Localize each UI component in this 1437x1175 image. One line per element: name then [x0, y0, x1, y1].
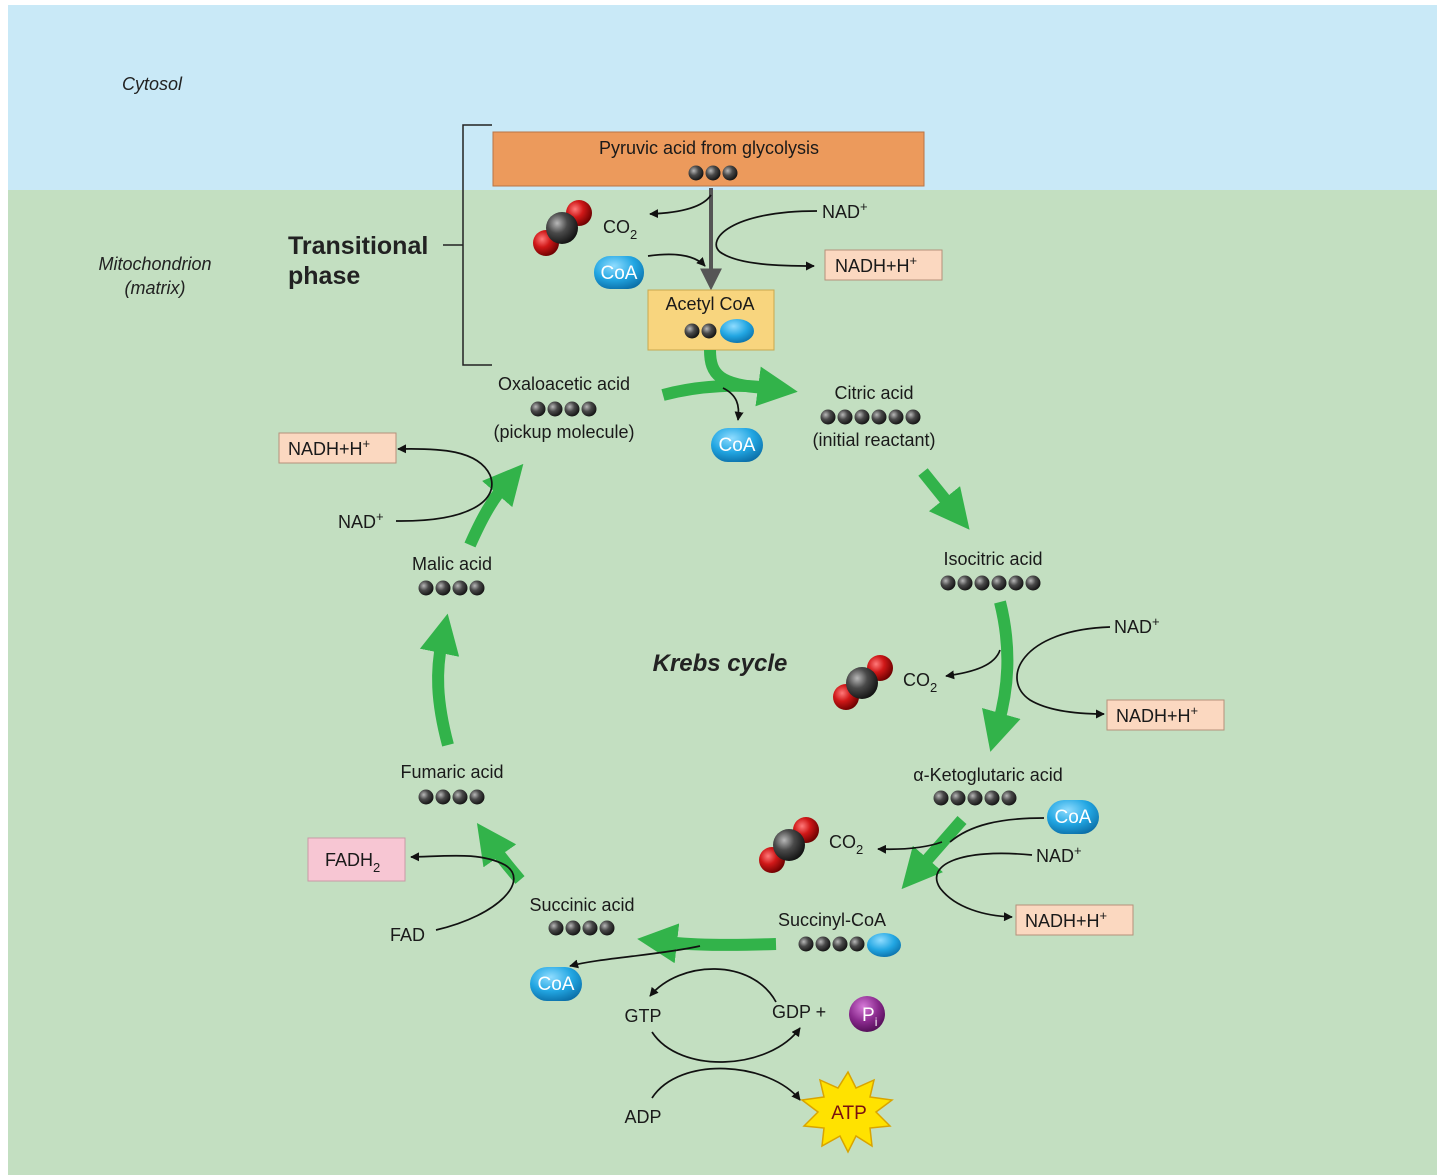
coa-label-entering: CoA — [601, 263, 638, 284]
nad-label-alpha: NAD+ — [1036, 843, 1082, 866]
co2-label-isocitric: CO2 — [903, 670, 937, 695]
fumaric-acid-label: Fumaric acid — [400, 762, 503, 782]
krebs-cycle-title: Krebs cycle — [653, 650, 788, 677]
adp-to-atp-arrow — [651, 1067, 801, 1101]
pyruvic-acid-label: Pyruvic acid from glycolysis — [599, 138, 819, 158]
co2-label-alpha: CO2 — [829, 832, 863, 857]
pyruvic-carbon-chain — [688, 165, 738, 181]
citric-carbon-chain — [820, 409, 921, 425]
transitional-phase-title: Transitional — [288, 232, 428, 260]
citric-acid-note: (initial reactant) — [812, 430, 935, 450]
oxaloacetic-acid-note: (pickup molecule) — [493, 422, 634, 442]
oxaloacetic-carbon-chain — [530, 401, 597, 417]
coa-badge-alpha — [1047, 800, 1099, 834]
succinyl-coa-label: Succinyl-CoA — [778, 910, 886, 930]
atp-label: ATP — [831, 1103, 867, 1124]
nadh-label-malic: NADH+H+ — [288, 436, 370, 459]
citric-acid-label: Citric acid — [834, 383, 913, 403]
fadh2-box — [307, 837, 406, 882]
acetyl-coa-box — [647, 289, 775, 351]
coa-join-arrow-alpha — [949, 817, 1045, 843]
co2-molecule-icon — [533, 200, 592, 256]
coa-badge-succinic — [530, 967, 582, 1001]
nad-label-malic: NAD+ — [338, 509, 384, 532]
nad-reduction-arrow-malic — [395, 444, 493, 522]
co2-molecule-icon-isocitric — [833, 655, 893, 710]
coa-badge-entering — [594, 256, 644, 289]
mitochondrion-label: Mitochondrion — [98, 254, 211, 274]
coa-release-arrow — [722, 387, 744, 421]
co2-release-arrow-alpha — [877, 841, 943, 854]
gdp-to-gtp-arrow — [649, 968, 777, 1003]
fad-reduction-arrow — [410, 852, 515, 931]
pi-phosphate-icon — [849, 996, 885, 1032]
oxaloacetic-acid-label: Oxaloacetic acid — [498, 374, 630, 394]
pi-label: Pi — [862, 1005, 877, 1029]
acetyl-carbon-chain — [684, 319, 754, 343]
nad-reduction-arrow-alpha — [935, 852, 1033, 922]
isocitric-carbon-chain — [940, 575, 1041, 591]
matrix-region — [8, 190, 1437, 1175]
fad-label: FAD — [390, 925, 425, 945]
nadh-box-isocitric — [1106, 699, 1225, 731]
adp-label: ADP — [624, 1107, 661, 1127]
nad-label-top: NAD+ — [822, 199, 868, 222]
malic-carbon-chain — [418, 580, 485, 596]
nadh-label-top: NADH+H+ — [835, 253, 917, 276]
nad-label-isocitric: NAD+ — [1114, 614, 1160, 637]
isocitric-acid-label: Isocitric acid — [943, 549, 1042, 569]
matrix-label: (matrix) — [125, 278, 186, 298]
alpha-ketoglutaric-acid-label: α-Ketoglutaric acid — [913, 765, 1062, 785]
gtp-label: GTP — [624, 1006, 661, 1026]
cytosol-label: Cytosol — [122, 74, 183, 94]
coa-release-arrow-succinic — [569, 945, 701, 969]
gdp-label: GDP + — [772, 1002, 826, 1022]
succinic-acid-label: Succinic acid — [529, 895, 634, 915]
nadh-label-alpha: NADH+H+ — [1025, 908, 1107, 931]
fadh2-label: FADH2 — [325, 850, 380, 875]
alpha-ketoglutaric-carbon-chain — [933, 790, 1017, 806]
fumaric-carbon-chain — [418, 789, 485, 805]
nadh-label-isocitric: NADH+H+ — [1116, 703, 1198, 726]
succinic-carbon-chain — [548, 920, 615, 936]
coa-label-alpha: CoA — [1055, 807, 1092, 828]
nadh-box-alpha — [1015, 904, 1134, 936]
coa-label-released: CoA — [719, 435, 756, 456]
atp-starburst-icon — [800, 1070, 894, 1154]
transitional-phase-subtitle: phase — [288, 262, 360, 290]
nadh-box-top — [824, 249, 943, 281]
transitional-bracket — [443, 124, 492, 366]
acetyl-coa-label: Acetyl CoA — [665, 294, 754, 314]
coa-join-arrow — [647, 253, 706, 267]
nad-reduction-arrow-top — [715, 210, 818, 271]
gtp-to-gdp-arrow — [651, 1027, 801, 1063]
coa-label-succinic: CoA — [538, 974, 575, 995]
co2-release-arrow-top — [649, 194, 712, 219]
co2-molecule-icon-alpha — [759, 817, 819, 873]
coa-badge-released — [711, 428, 763, 462]
co2-label-top: CO2 — [603, 217, 637, 242]
succinyl-coa-carbon-chain — [798, 933, 901, 957]
krebs-cycle-arrows — [419, 349, 1021, 964]
malic-acid-label: Malic acid — [412, 554, 492, 574]
nadh-box-malic — [278, 432, 397, 464]
co2-release-arrow-isocitric — [945, 649, 1001, 680]
nad-reduction-arrow-isocitric — [1016, 626, 1111, 719]
